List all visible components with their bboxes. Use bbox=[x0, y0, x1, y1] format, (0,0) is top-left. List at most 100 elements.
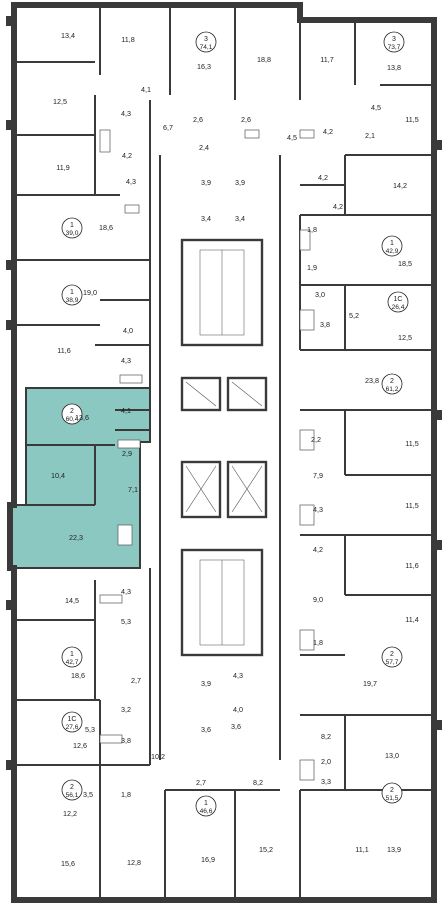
room-area-label: 3,3 bbox=[321, 777, 331, 786]
flat-badge-circle bbox=[61, 779, 83, 801]
flat-badge[interactable]: 257,7 bbox=[381, 646, 403, 668]
room-area-label: 4,2 bbox=[122, 151, 132, 160]
room-area-label: 4,2 bbox=[333, 202, 343, 211]
flat-area: 57,7 bbox=[386, 659, 399, 666]
room-area-label: 12,8 bbox=[127, 858, 141, 867]
room-area-label: 4,0 bbox=[123, 326, 133, 335]
room-area-label: 4,5 bbox=[287, 133, 297, 142]
room-area-label: 11,9 bbox=[56, 163, 69, 172]
fixtures bbox=[99, 129, 315, 781]
room-area-label: 18,6 bbox=[71, 671, 85, 680]
flat-rooms: 1 bbox=[70, 222, 74, 229]
room-area-label: 1,8 bbox=[121, 790, 131, 799]
flat-badge[interactable]: 260,4 bbox=[61, 403, 83, 425]
flat-rooms: 1С bbox=[68, 716, 77, 723]
room-area-label: 4,3 bbox=[121, 587, 131, 596]
flat-badge[interactable]: 261,2 bbox=[381, 373, 403, 395]
flat-badge[interactable]: 251,5 bbox=[381, 782, 403, 804]
flat-badge[interactable]: 138,9 bbox=[61, 284, 83, 306]
room-area-label: 12,5 bbox=[398, 333, 412, 342]
room-area-label: 3,2 bbox=[121, 705, 131, 714]
flat-badge[interactable]: 373,7 bbox=[383, 31, 405, 53]
room-area-label: 13,4 bbox=[61, 31, 75, 40]
room-area-label: 3,9 bbox=[201, 679, 211, 688]
room-area-label: 12,2 bbox=[63, 809, 77, 818]
stair-bottom bbox=[180, 548, 264, 657]
room-area-label: 11,7 bbox=[320, 55, 333, 64]
room-area-label: 15,6 bbox=[61, 859, 75, 868]
room-area-label: 18,5 bbox=[398, 259, 412, 268]
room-area-label: 3,4 bbox=[201, 214, 211, 223]
flat-rooms: 3 bbox=[204, 36, 208, 43]
room-area-label: 4,3 bbox=[121, 356, 131, 365]
room-area-label: 3,8 bbox=[320, 320, 330, 329]
room-area-label: 11,8 bbox=[121, 35, 134, 44]
flat-badge[interactable]: 142,7 bbox=[61, 646, 83, 668]
flat-rooms: 1 bbox=[390, 240, 394, 247]
flat-badge[interactable]: 142,9 bbox=[381, 235, 403, 257]
flat-area: 27,6 bbox=[66, 724, 79, 731]
room-area-label: 2,1 bbox=[365, 131, 375, 140]
room-area-label: 4,2 bbox=[313, 545, 323, 554]
flat-badge-circle bbox=[381, 782, 403, 804]
selected-flat[interactable] bbox=[9, 387, 151, 569]
flat-badge[interactable]: 256,1 bbox=[61, 779, 83, 801]
room-area-label: 4,0 bbox=[233, 705, 243, 714]
room-area-label: 11,4 bbox=[405, 615, 418, 624]
room-area-label: 4,3 bbox=[121, 109, 131, 118]
room-area-label: 11,1 bbox=[355, 845, 368, 854]
room-area-label: 4,3 bbox=[313, 505, 323, 514]
room-area-label: 11,6 bbox=[57, 346, 70, 355]
room-area-label: 13,0 bbox=[385, 751, 399, 760]
flat-rooms: 2 bbox=[70, 408, 74, 415]
room-area-label: 13,6 bbox=[75, 413, 89, 422]
flat-area: 46,6 bbox=[200, 808, 213, 815]
flat-area: 51,5 bbox=[386, 795, 399, 802]
flat-rooms: 1 bbox=[70, 289, 74, 296]
room-area-label: 13,9 bbox=[387, 845, 401, 854]
room-area-label: 1,8 bbox=[307, 225, 317, 234]
flat-area: 56,1 bbox=[66, 792, 79, 799]
room-area-label: 4,2 bbox=[323, 127, 333, 136]
room-area-label: 9,0 bbox=[313, 595, 323, 604]
flat-badge[interactable]: 146,6 bbox=[195, 795, 217, 817]
room-area-label: 11,5 bbox=[405, 115, 418, 124]
room-area-label: 8,2 bbox=[321, 732, 331, 741]
flat-badge[interactable]: 374,1 bbox=[195, 31, 217, 53]
room-area-label: 4,1 bbox=[141, 85, 151, 94]
room-area-label: 2,9 bbox=[122, 449, 132, 458]
room-area-label: 6,7 bbox=[163, 123, 173, 132]
flat-badge-circle bbox=[195, 31, 217, 53]
room-area-label: 8,2 bbox=[253, 778, 263, 787]
room-area-label: 3,8 bbox=[121, 736, 131, 745]
room-area-label: 4,5 bbox=[371, 103, 381, 112]
room-area-label: 4,3 bbox=[126, 177, 136, 186]
flat-badge[interactable]: 139,0 bbox=[61, 217, 83, 239]
room-area-label: 3,0 bbox=[315, 290, 325, 299]
room-area-label: 2,2 bbox=[311, 435, 321, 444]
flat-area: 38,9 bbox=[66, 297, 79, 304]
flat-rooms: 2 bbox=[70, 784, 74, 791]
room-area-label: 12,6 bbox=[73, 741, 87, 750]
flat-badge-circle bbox=[381, 235, 403, 257]
room-area-label: 22,3 bbox=[69, 533, 83, 542]
flat-badge-circle bbox=[61, 403, 83, 425]
room-area-label: 10,2 bbox=[151, 752, 165, 761]
room-area-label: 4,2 bbox=[318, 173, 328, 182]
flat-rooms: 2 bbox=[390, 787, 394, 794]
flat-rooms: 1 bbox=[204, 800, 208, 807]
room-area-label: 3,6 bbox=[201, 725, 211, 734]
room-area-label: 13,8 bbox=[387, 63, 401, 72]
flat-rooms: 1 bbox=[70, 651, 74, 658]
room-area-label: 15,2 bbox=[259, 845, 273, 854]
flat-badge-circle bbox=[381, 373, 403, 395]
flat-area: 60,4 bbox=[66, 416, 79, 423]
flat-area: 73,7 bbox=[388, 44, 401, 51]
room-area-label: 10,4 bbox=[51, 471, 65, 480]
flat-rooms: 2 bbox=[390, 378, 394, 385]
flat-area: 61,2 bbox=[386, 386, 399, 393]
room-area-label: 11,5 bbox=[405, 439, 418, 448]
